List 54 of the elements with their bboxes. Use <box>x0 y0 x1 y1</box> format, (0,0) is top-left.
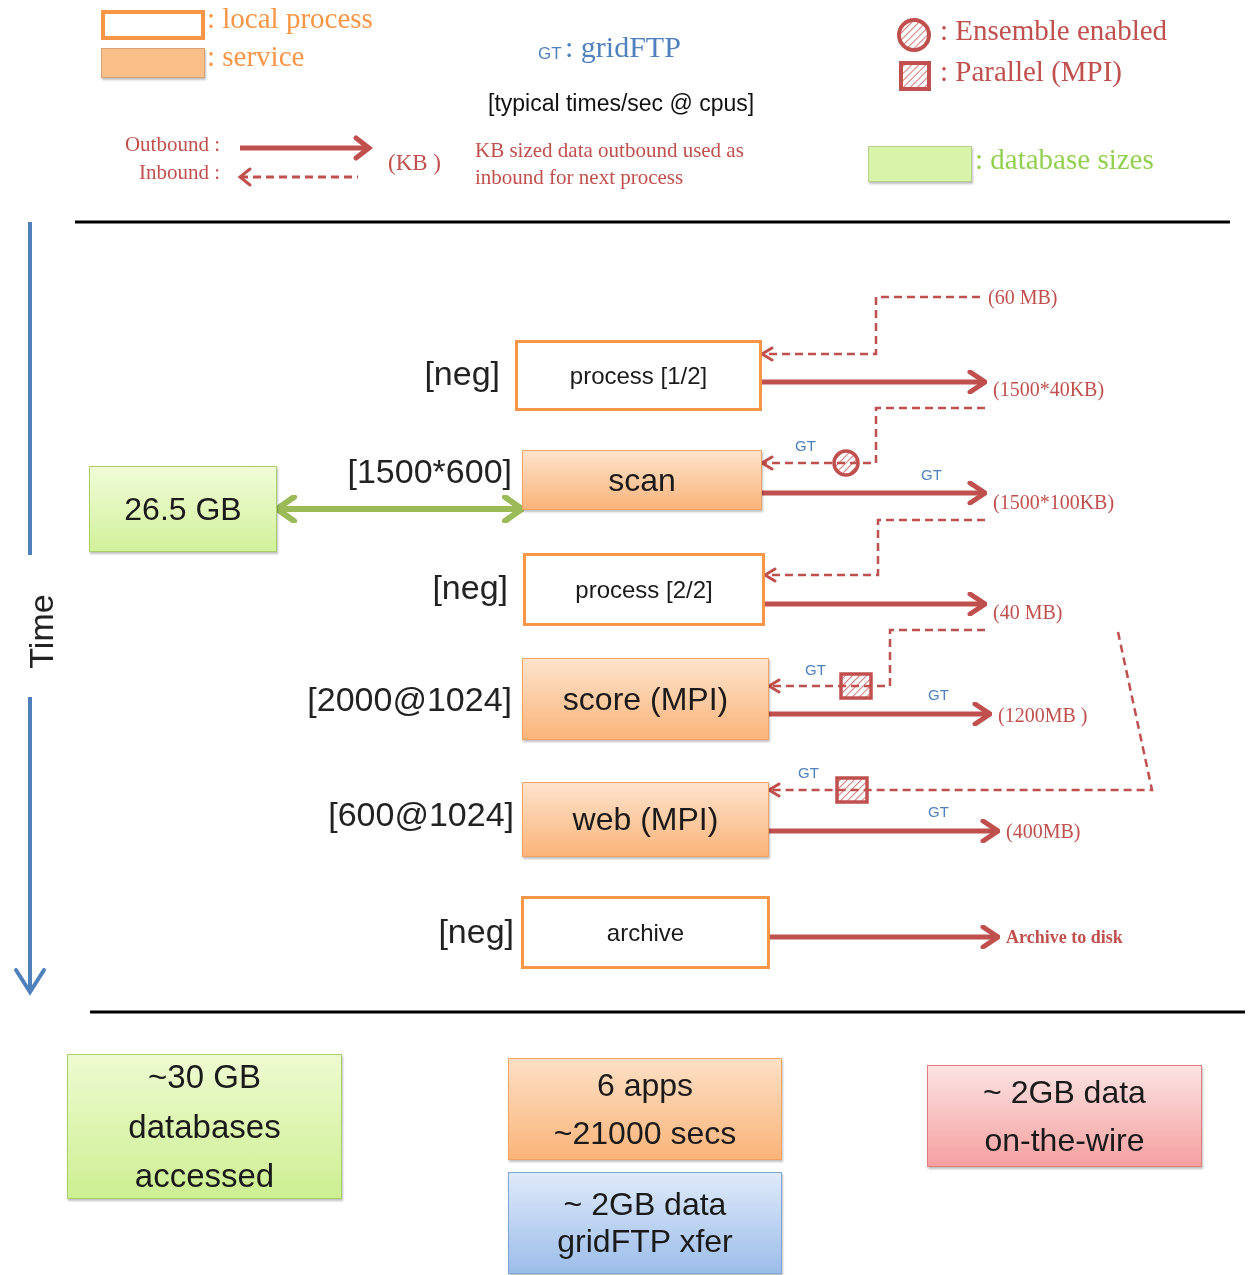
summary-box: ~30 GB databases accessed <box>67 1054 342 1199</box>
data-size-label: (1200MB ) <box>990 700 1115 730</box>
arrow <box>765 591 988 617</box>
summary-box: ~ 2GB data on-the-wire <box>927 1065 1202 1167</box>
legend-label: : local process <box>207 2 373 35</box>
timing-label: [2000@1024] <box>307 680 512 719</box>
timing-label: [neg] <box>438 912 514 951</box>
arrow <box>769 701 993 727</box>
data-size-label: (1500*40KB) <box>985 368 1180 410</box>
service-box: score (MPI) <box>522 658 769 740</box>
service-box: scan <box>522 450 762 510</box>
timing-label: [neg] <box>424 354 500 393</box>
service-box: web (MPI) <box>522 782 769 857</box>
edge-label: GT <box>795 437 816 454</box>
edge-label: GT <box>798 764 819 781</box>
dashed-arrow <box>767 628 985 694</box>
summary-box: ~ 2GB data gridFTP xfer <box>508 1172 782 1274</box>
database-box: 26.5 GB <box>89 466 277 552</box>
unit-label: (KB ) <box>388 150 442 176</box>
summary-box: 6 apps ~21000 secs <box>508 1058 782 1160</box>
legend-label: : Parallel (MPI) <box>940 55 1122 88</box>
timing-label: [1500*600] <box>347 452 512 491</box>
edge-label: GT <box>928 803 949 820</box>
dashed-arrow <box>763 518 985 583</box>
data-size-label: (1500*100KB) <box>985 480 1190 524</box>
arrow <box>762 480 988 506</box>
data-size-label: (400MB) <box>998 816 1123 846</box>
axis-label: Time <box>21 594 61 669</box>
legend-label: Inbound : <box>137 160 220 185</box>
note-text: KB sized data outbound used as inbound for next process <box>475 137 745 192</box>
dashed-arrow <box>760 295 980 362</box>
data-size-label: (60 MB) <box>980 280 1110 314</box>
process-box: process [2/2] <box>523 553 765 626</box>
arrow <box>770 924 1001 950</box>
process-box: process [1/2] <box>515 340 762 411</box>
timing-note: [typical times/sec @ cpus] <box>488 90 755 117</box>
edge-label: GT <box>805 661 826 678</box>
archive-label: Archive to disk <box>998 922 1173 952</box>
arrow <box>762 369 988 395</box>
dashed-arrow <box>767 631 1154 798</box>
legend-label: : Ensemble enabled <box>940 14 1168 47</box>
timing-label: [600@1024] <box>328 795 514 834</box>
timing-label: [neg] <box>432 568 508 607</box>
legend-label: Outbound : <box>123 132 220 157</box>
legend-label: : service <box>207 40 305 73</box>
arrow <box>769 818 1001 844</box>
dashed-arrow <box>760 406 985 471</box>
edge-label: GT <box>928 686 949 703</box>
protocol-abbreviation: GT <box>538 44 562 64</box>
legend-label: : database sizes <box>975 143 1154 176</box>
protocol-label: : gridFTP <box>565 30 681 64</box>
data-size-label: (40 MB) <box>985 592 1115 632</box>
process-box: archive <box>521 896 770 969</box>
edge-label: GT <box>921 466 942 483</box>
